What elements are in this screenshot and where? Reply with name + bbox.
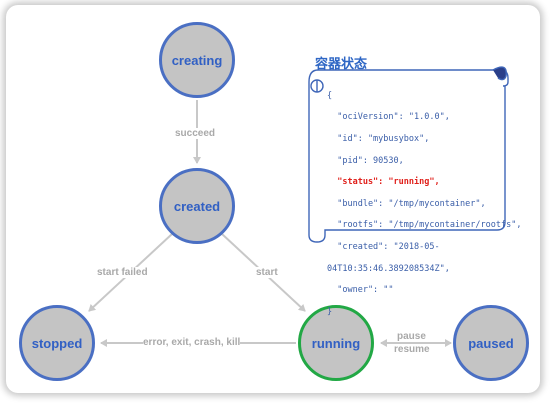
- json-line: "ociVersion": "1.0.0",: [327, 112, 450, 123]
- state-created: created: [159, 168, 235, 244]
- container-state-json: { "ociVersion": "1.0.0", "id": "mybusybo…: [327, 80, 521, 328]
- container-state-title: 容器状态: [315, 56, 368, 71]
- json-line: {: [327, 90, 333, 101]
- state-stopped: stopped: [19, 305, 95, 381]
- state-creating-label: creating: [171, 52, 223, 68]
- json-line: "id": "mybusybox",: [327, 133, 430, 144]
- label-pause: pause: [397, 331, 426, 342]
- label-succeed: succeed: [175, 128, 216, 139]
- json-line: "pid": 90530,: [327, 155, 404, 166]
- label-stop-events: error, exit, crash, kill: [143, 337, 241, 348]
- state-creating: creating: [159, 22, 235, 98]
- state-running-label: running: [311, 335, 361, 351]
- state-running: running: [298, 305, 374, 381]
- json-line: }: [327, 306, 333, 317]
- json-line: "owner": "": [327, 285, 394, 296]
- json-line-status: "status": "running",: [327, 177, 440, 188]
- json-line: "rootfs": "/tmp/mycontainer/rootfs",: [327, 220, 522, 231]
- json-line: "bundle": "/tmp/mycontainer",: [327, 198, 486, 209]
- state-created-label: created: [173, 198, 221, 214]
- label-start-failed: start failed: [97, 267, 148, 278]
- json-line: "created": "2018-05-: [327, 241, 440, 252]
- label-start: start: [256, 267, 278, 278]
- label-resume: resume: [394, 344, 430, 355]
- state-stopped-label: stopped: [31, 335, 83, 351]
- state-paused-label: paused: [468, 335, 514, 351]
- scroll-shape: [308, 66, 509, 243]
- json-line: 04T10:35:46.389208534Z",: [327, 263, 450, 274]
- state-paused: paused: [453, 305, 529, 381]
